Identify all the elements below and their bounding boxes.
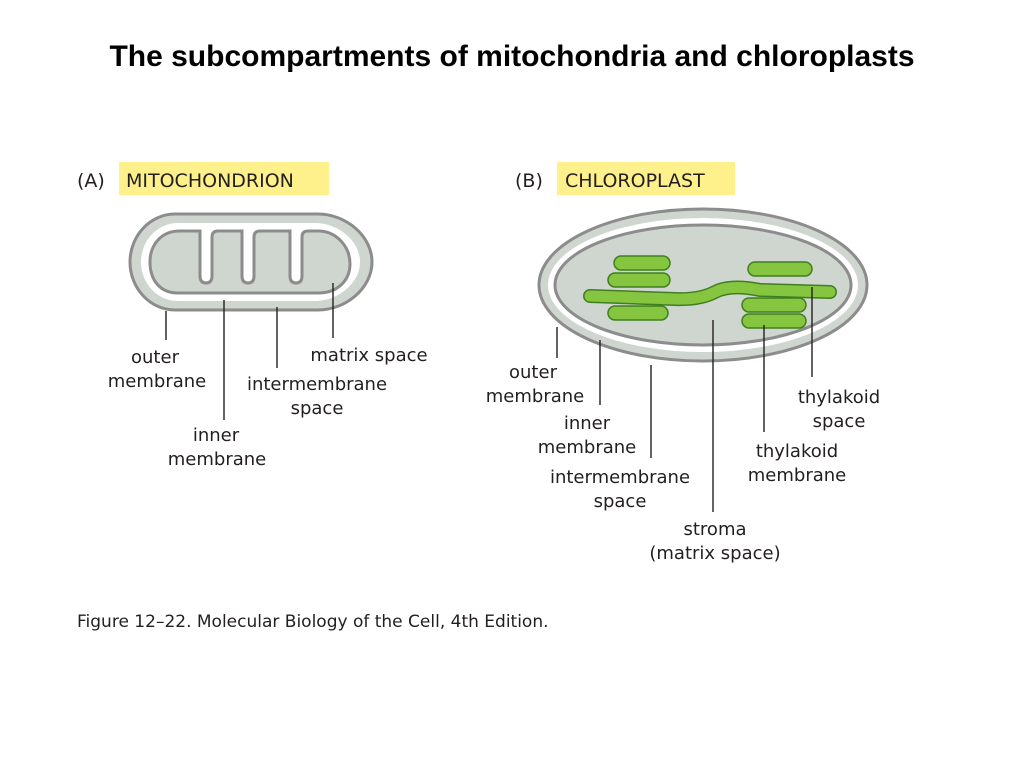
label-thylakoid-membrane-line1: thylakoid (756, 441, 838, 462)
label-stroma-line2: (matrix space) (649, 543, 780, 564)
panel-a-letter: (A) (77, 170, 105, 192)
label-thylakoid-membrane-line2: membrane (748, 465, 846, 486)
label-intermembrane-b-line1: intermembrane (550, 467, 690, 488)
label-inner-membrane-b-line1: inner (564, 413, 611, 434)
thylakoid-disc (741, 313, 807, 329)
label-thylakoid-space-line2: space (813, 411, 866, 432)
thylakoid-disc (741, 297, 807, 313)
panel-a: (A) MITOCHONDRION outer membrane matrix … (77, 162, 428, 470)
label-inner-membrane-a-line2: membrane (168, 449, 266, 470)
label-inner-membrane-a-line1: inner (193, 425, 240, 446)
label-outer-membrane-a-line1: outer (131, 347, 180, 368)
granum-left (607, 255, 671, 321)
slide-title: The subcompartments of mitochondria and … (109, 40, 915, 73)
panel-b-title-highlight (557, 162, 735, 195)
mitochondrion-inner-membrane (148, 229, 352, 295)
label-outer-membrane-b-line2: membrane (486, 386, 584, 407)
panel-a-title-highlight (119, 162, 329, 195)
label-stroma-line1: stroma (683, 519, 746, 540)
label-matrix-space-a: matrix space (310, 345, 427, 366)
thylakoid-disc (607, 272, 671, 288)
panel-b-letter: (B) (515, 170, 543, 192)
figure-caption: Figure 12–22. Molecular Biology of the C… (77, 612, 549, 632)
label-intermembrane-b-line2: space (594, 491, 647, 512)
label-outer-membrane-a-line2: membrane (108, 371, 206, 392)
granum-right (741, 261, 813, 329)
stroma-lamella (584, 281, 836, 305)
thylakoid-disc (607, 305, 669, 321)
label-intermembrane-a-line1: intermembrane (247, 374, 387, 395)
thylakoid-disc (747, 261, 813, 277)
panel-b-title: CHLOROPLAST (565, 170, 705, 192)
label-inner-membrane-b-line2: membrane (538, 437, 636, 458)
label-intermembrane-a-line2: space (291, 398, 344, 419)
panel-b: (B) CHLOROPLAST outer (486, 162, 880, 564)
label-thylakoid-space-line1: thylakoid (798, 387, 880, 408)
label-outer-membrane-b-line1: outer (509, 362, 558, 383)
thylakoid-disc (613, 255, 671, 271)
panel-a-title: MITOCHONDRION (126, 170, 294, 192)
